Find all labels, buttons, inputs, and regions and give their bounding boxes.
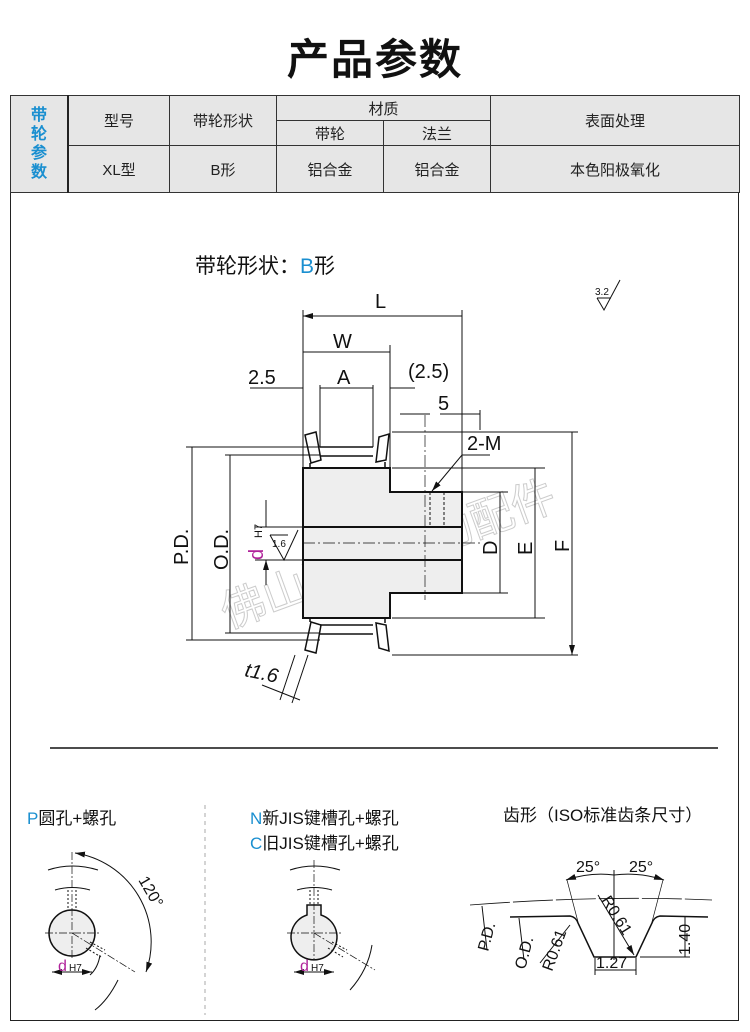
dim-2.5: 2.5 xyxy=(248,367,276,389)
value-surface: 本色阳极氧化 xyxy=(490,145,740,193)
tooth-radius-left: R0.61 xyxy=(540,927,571,973)
tooth-angle-right: 25° xyxy=(629,859,653,876)
tooth-height: 1.40 xyxy=(677,924,694,955)
tooth-od: O.D. xyxy=(512,935,537,971)
svg-text:d: d xyxy=(58,958,67,975)
header-material-pulley: 带轮 xyxy=(276,120,384,146)
dim-d: d xyxy=(246,549,268,560)
dim-PD: P.D. xyxy=(171,529,193,565)
svg-text:H7: H7 xyxy=(311,963,324,974)
header-material-flange: 法兰 xyxy=(383,120,491,146)
bore-n-label: N新JIS键槽孔+螺孔 xyxy=(250,809,399,828)
dim-OD: O.D. xyxy=(211,529,233,570)
dim-D: D xyxy=(480,541,502,555)
bore-c-label: C旧JIS键槽孔+螺孔 xyxy=(250,834,399,853)
svg-text:d: d xyxy=(300,958,309,975)
spec-side-label: 带轮参数 xyxy=(10,95,69,193)
tooth-profile-drawing: 25° 25° R0.61 R0.61 1.40 1.27 P.D. O.D. xyxy=(469,859,713,975)
page-title: 产品参数 xyxy=(286,36,463,83)
nc-bore-drawing: d H7 xyxy=(287,860,376,991)
dim-A: A xyxy=(337,367,351,389)
tooth-width: 1.27 xyxy=(596,955,627,972)
angle-120: 120° xyxy=(135,874,166,911)
dim-F: F xyxy=(552,540,574,552)
dim-t1.6: t1.6 xyxy=(243,659,281,688)
header-shape: 带轮形状 xyxy=(169,95,277,146)
value-material-pulley: 铝合金 xyxy=(276,145,384,193)
tooth-pd: P.D. xyxy=(475,921,499,953)
roughness-bore: 1.6 xyxy=(272,539,286,550)
bore-p-label: P圆孔+螺孔 xyxy=(27,809,116,828)
pulley-section xyxy=(302,431,463,654)
header-model: 型号 xyxy=(67,95,170,146)
dim-W: W xyxy=(333,331,352,353)
tooth-title: 齿形（ISO标准齿条尺寸） xyxy=(503,806,702,825)
dim-2.5-paren: (2.5) xyxy=(408,361,449,383)
header-surface: 表面处理 xyxy=(490,95,740,146)
dim-E: E xyxy=(515,542,537,555)
spec-table: 带轮参数 型号 带轮形状 材质 表面处理 带轮 法兰 XL型 B形 铝合金 铝合… xyxy=(10,95,740,193)
roughness-symbol: 3.2 xyxy=(595,279,621,312)
dim-L: L xyxy=(375,291,386,313)
p-bore-drawing: 120° d H7 xyxy=(45,851,166,1011)
svg-text:H7: H7 xyxy=(69,963,82,974)
dim-5: 5 xyxy=(438,393,449,415)
svg-text:3.2: 3.2 xyxy=(595,287,609,298)
tooth-radius-right: R0.61 xyxy=(598,893,635,938)
value-shape: B形 xyxy=(169,145,277,193)
dim-2M: 2-M xyxy=(467,433,501,455)
shape-title: 带轮形状：B形 xyxy=(195,255,335,278)
dim-h7: H7 xyxy=(253,524,265,538)
value-model: XL型 xyxy=(67,145,170,193)
tooth-angle-left: 25° xyxy=(576,859,600,876)
value-material-flange: 铝合金 xyxy=(383,145,491,193)
